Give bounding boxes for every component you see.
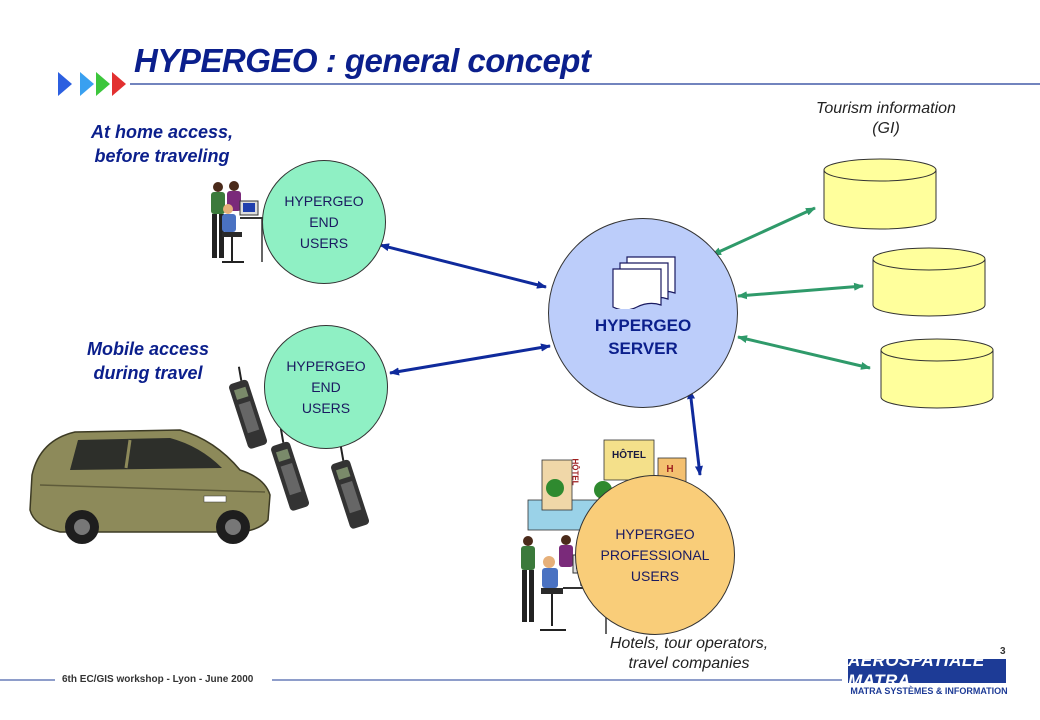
arrow-mobile-to-server [389,343,551,376]
professionals-line-2: travel companies [628,655,750,672]
car-illustration [29,429,271,544]
home-users-illustration [211,181,266,263]
hotel-sign-2: H [666,464,673,475]
hotel-sign-3: HÔTEL [571,458,580,485]
end-users-mobile-line-2: END [311,378,341,395]
end-users-home-line-2: END [309,213,339,230]
tourism-line-2: (GI) [872,120,900,137]
mobile-access-line-2: during travel [93,363,203,383]
end-users-mobile-line-3: USERS [301,399,351,416]
page-number: 3 [1000,646,1006,657]
documents-icon [612,256,676,309]
arrow-server-to-db-2 [737,282,864,300]
arrow-server-to-db-1 [711,206,816,257]
home-access-label: At home access, before traveling [62,120,262,168]
tourism-line-1: Tourism information [816,100,956,117]
home-access-line-2: before traveling [94,146,230,166]
professionals-label: Hotels, tour operators, travel companies [584,634,794,674]
professionals-line-1: Hotels, tour operators, [609,635,769,652]
tourism-info-label: Tourism information (GI) [786,99,986,139]
mobile-phones-illustration [229,366,369,529]
database-2 [872,247,986,317]
professional-users-node: HYPERGEO PROFESSIONAL USERS [575,475,735,635]
server-node: HYPERGEO SERVER [548,218,738,408]
end-users-home-line-1: HYPERGEO [284,192,364,209]
footer-text: 6th EC/GIS workshop - Lyon - June 2000 [62,674,254,685]
arrow-server-to-professional [687,389,703,476]
page-title: HYPERGEO : general concept [134,42,591,79]
arrow-home-to-server [379,243,547,289]
hotel-sign-1: HÔTEL [612,448,646,461]
home-access-line-1: At home access, [90,122,234,142]
professional-users-line-3: USERS [630,567,680,584]
professional-users-line-1: HYPERGEO [615,525,695,542]
arrow-server-to-db-3 [737,335,871,370]
end-users-mobile-line-1: HYPERGEO [286,357,366,374]
server-line-2: SERVER [608,339,678,358]
mobile-access-label: Mobile access during travel [48,337,248,385]
database-1 [823,158,937,230]
professional-users-line-2: PROFESSIONAL [600,546,710,563]
end-users-home-line-3: USERS [299,234,349,251]
mobile-access-line-1: Mobile access [86,339,210,359]
database-3 [880,338,994,409]
end-users-home-node: HYPERGEO END USERS [262,160,386,284]
server-line-1: HYPERGEO [594,316,692,335]
company-logo-subtitle: MATRA SYSTÈMES & INFORMATION [850,686,1008,696]
end-users-mobile-node: HYPERGEO END USERS [264,325,388,449]
company-logo: AEROSPATIALE MATRA [848,651,1006,690]
header-arrows-decoration [58,72,126,96]
